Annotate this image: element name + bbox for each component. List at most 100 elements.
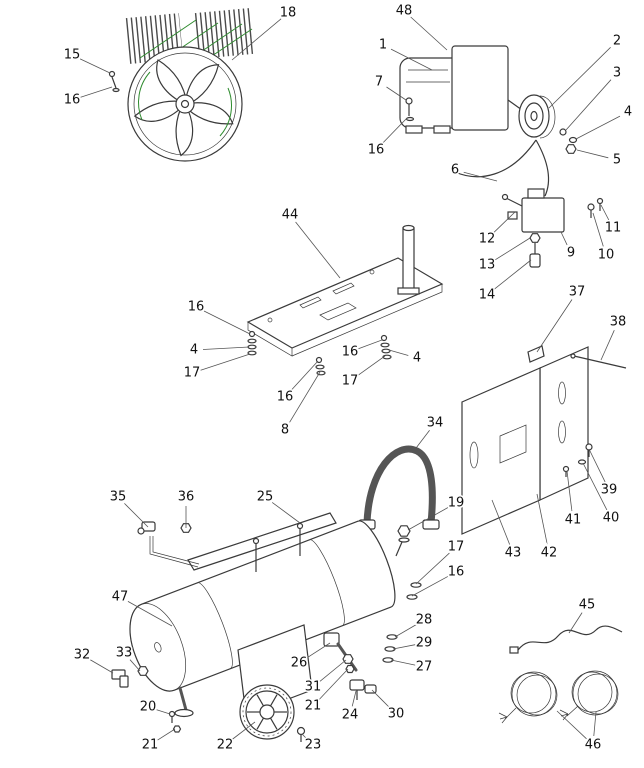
mounting-plate	[246, 224, 444, 376]
pulley-fasteners	[559, 128, 578, 154]
panel-screws	[562, 443, 593, 477]
guard-bracket	[527, 345, 545, 363]
leader-line	[306, 642, 331, 659]
part-number-label: 15	[64, 48, 81, 63]
part-number-label: 10	[598, 248, 615, 263]
elbow-fitting-left	[111, 669, 129, 688]
leader-line	[388, 349, 409, 356]
leader-line	[124, 503, 149, 528]
part-number-label: 4	[624, 105, 632, 120]
leader-line	[80, 86, 113, 98]
air-tank	[129, 520, 396, 692]
tank-mounting-plate	[187, 512, 337, 572]
leader-line	[382, 117, 408, 144]
part-number-label: 3	[613, 66, 621, 81]
leader-line	[493, 259, 532, 290]
part-number-label: 46	[585, 738, 602, 753]
leader-line	[203, 310, 251, 335]
part-number-label: 32	[74, 648, 91, 663]
leader-line	[79, 58, 111, 74]
part-number-label: 26	[291, 656, 308, 671]
plate-screws-right	[380, 334, 392, 360]
valve-and-pipe	[137, 521, 200, 568]
leader-line	[156, 709, 171, 715]
guard-rod	[570, 353, 627, 369]
leader-line	[592, 212, 604, 247]
part-number-label: 16	[448, 565, 465, 580]
part-number-label: 19	[448, 496, 465, 511]
leader-line	[371, 689, 390, 708]
carry-handle	[358, 445, 440, 530]
leader-line	[415, 552, 450, 585]
leader-line	[600, 330, 615, 361]
electric-motor	[399, 45, 578, 154]
part-number-label: 35	[110, 490, 127, 505]
drain-assembly	[323, 632, 377, 700]
wheel	[239, 684, 295, 740]
part-number-label: 25	[257, 490, 274, 505]
hose-coil-left	[498, 671, 558, 724]
part-number-label: 39	[601, 483, 618, 498]
part-number-label: 9	[567, 246, 575, 261]
part-number-label: 45	[579, 598, 596, 613]
part-number-label: 30	[388, 707, 405, 722]
leader-line	[600, 204, 610, 221]
leader-line	[536, 493, 548, 545]
part-number-label: 36	[178, 490, 195, 505]
leader-line	[576, 149, 609, 159]
plate-screws-middle	[315, 356, 326, 376]
part-number-label: 16	[342, 345, 359, 360]
pump-fan-assembly	[108, 8, 254, 162]
leader-line	[566, 470, 573, 512]
leader-line	[289, 371, 321, 423]
leader-line	[411, 575, 449, 597]
part-number-label: 21	[142, 738, 159, 753]
left-foot	[174, 686, 194, 718]
plate-screws-left	[247, 330, 257, 356]
leader-line	[89, 659, 114, 674]
leader-line	[202, 346, 250, 350]
part-number-label: 28	[416, 613, 433, 628]
leader-line	[568, 612, 583, 634]
washer-stack	[382, 582, 422, 663]
part-number-label: 5	[613, 153, 621, 168]
part-number-label: 16	[368, 143, 385, 158]
part-number-label: 16	[64, 93, 81, 108]
leader-line	[491, 499, 511, 545]
part-number-label: 43	[505, 546, 522, 561]
leader-line	[565, 79, 612, 131]
part-number-label: 29	[416, 636, 433, 651]
plug-fitting-left	[137, 666, 149, 676]
hose-coil-right	[559, 670, 619, 721]
part-number-label: 6	[451, 163, 459, 178]
leader-line	[358, 339, 383, 350]
leader-line	[494, 237, 531, 261]
part-number-label: 17	[184, 366, 201, 381]
leader-line	[410, 16, 448, 51]
leader-line	[390, 659, 416, 666]
unloader-tube	[454, 139, 550, 197]
part-number-label: 17	[448, 540, 465, 555]
leader-line	[556, 710, 587, 740]
part-number-label: 1	[379, 38, 387, 53]
leader-line	[582, 462, 608, 511]
leader-line	[588, 448, 606, 483]
leader-line	[357, 355, 386, 377]
motor-pulley	[518, 94, 556, 139]
leader-line	[392, 644, 416, 650]
part-number-label: 16	[277, 390, 294, 405]
part-number-label: 21	[305, 699, 322, 714]
part-number-label: 24	[342, 708, 359, 723]
leader-line	[231, 18, 282, 61]
leader-line	[271, 502, 301, 524]
part-number-label: 17	[342, 374, 359, 389]
leader-line	[200, 353, 251, 371]
pressure-switch	[501, 188, 604, 268]
leader-line	[295, 221, 341, 279]
part-number-label: 13	[479, 258, 496, 273]
axle-bolt	[296, 726, 306, 742]
part-number-label: 23	[305, 738, 322, 753]
part-number-label: 12	[479, 232, 496, 247]
leader-line	[157, 728, 176, 741]
part-number-label: 40	[603, 511, 620, 526]
